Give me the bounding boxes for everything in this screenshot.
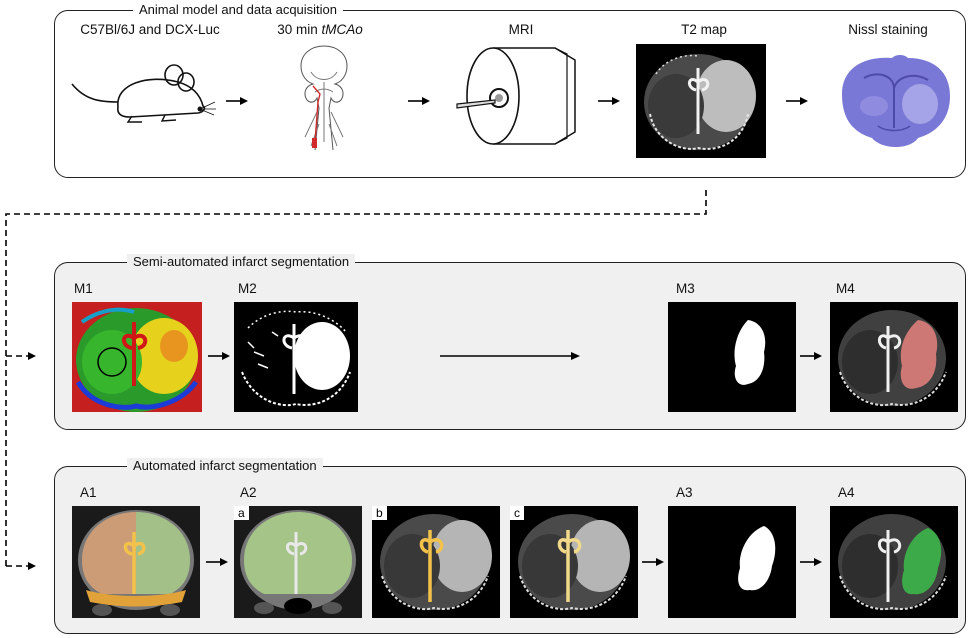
semi-automated-panel: Semi-automated infarct segmentation <box>54 254 966 430</box>
mri-scanner-illustration <box>456 47 576 145</box>
m3-infarct-mask <box>668 302 796 412</box>
m4-label: M4 <box>836 281 855 296</box>
m3-label: M3 <box>676 281 695 296</box>
mouse-label: C57Bl/6J and DCX-Luc <box>80 22 220 37</box>
a4-label: A4 <box>838 485 855 500</box>
acquisition-title: Animal model and data acquisition <box>133 2 344 18</box>
arrow-m3-m4 <box>800 352 822 360</box>
arrow-m2-m3 <box>440 352 580 360</box>
arrow-c-a3 <box>642 558 664 566</box>
a1-atlas-overlay-image <box>72 506 200 618</box>
automated-title: Automated infarct segmentation <box>127 458 323 474</box>
t2-map-image <box>636 44 766 158</box>
circle-of-willis-illustration <box>300 45 348 151</box>
sublabel-a: a <box>234 506 249 520</box>
b-t2-vessel-image: b <box>372 506 500 618</box>
m1-label: M1 <box>74 281 93 296</box>
a3-label: A3 <box>676 485 693 500</box>
arrow-1 <box>226 97 248 105</box>
tmcao-label: 30 min tMCAo <box>277 22 363 37</box>
nissl-label: Nissl staining <box>848 22 928 37</box>
a2-label: A2 <box>240 485 257 500</box>
m2-label: M2 <box>238 281 257 296</box>
mri-label: MRI <box>508 22 534 37</box>
arrow-4 <box>786 97 808 105</box>
m1-colormap-image <box>72 302 202 412</box>
a2-registered-image: a <box>234 506 362 618</box>
semi-automated-title: Semi-automated infarct segmentation <box>127 254 356 270</box>
arrow-m1-m2 <box>208 352 230 360</box>
arrow-2 <box>408 97 430 105</box>
t2-map-label: T2 map <box>681 22 727 37</box>
nissl-staining-image <box>842 55 950 147</box>
a1-label: A1 <box>80 485 97 500</box>
sublabel-c: c <box>510 506 524 520</box>
arrow-a3-a4 <box>800 558 822 566</box>
arrow-a1-a2 <box>206 558 228 566</box>
a3-infarct-mask <box>668 506 796 618</box>
m4-overlay-image <box>830 302 958 412</box>
m2-threshold-image <box>234 302 358 412</box>
mouse-illustration <box>71 64 216 123</box>
a4-overlay-image <box>830 506 958 618</box>
sublabel-b: b <box>372 506 387 520</box>
c-t2-vessel-image: c <box>510 506 638 618</box>
arrow-3 <box>598 97 620 105</box>
